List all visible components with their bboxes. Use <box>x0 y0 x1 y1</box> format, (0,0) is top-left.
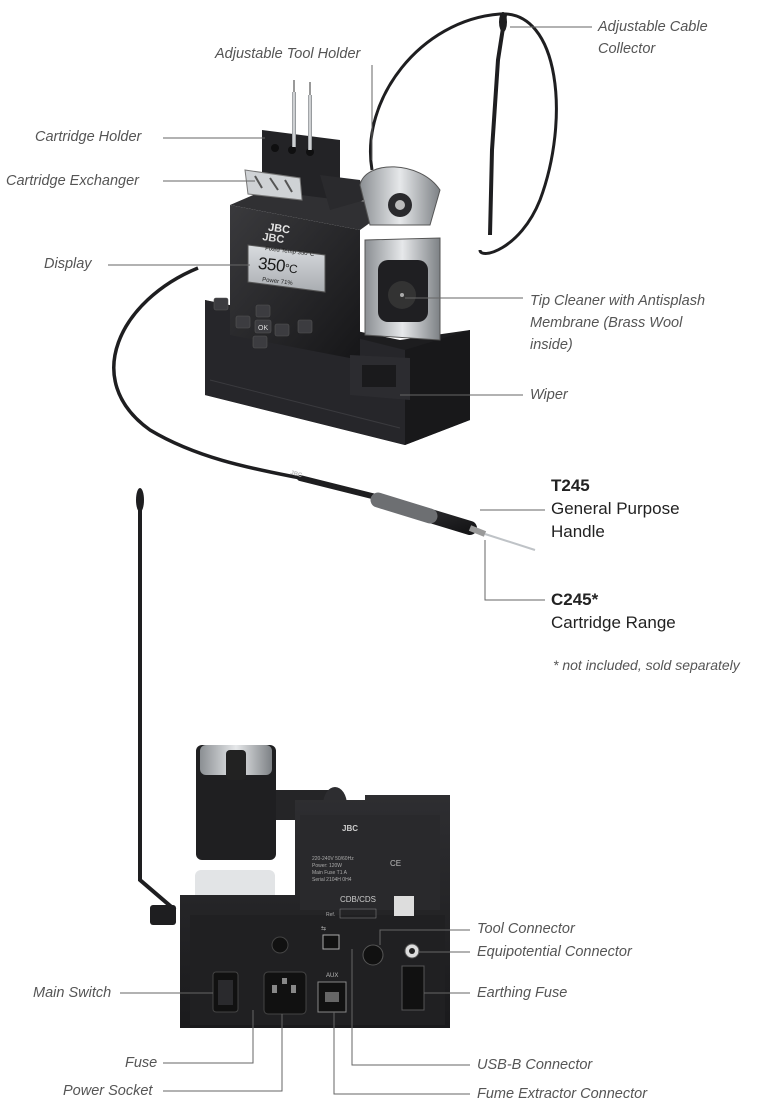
ok-button[interactable] <box>254 319 272 334</box>
label-adjustable-cable-collector: Adjustable Cable Collector <box>598 19 708 57</box>
label-wiper: Wiper <box>530 387 568 403</box>
cable-collector-tip <box>499 12 507 32</box>
rear-label-plate <box>300 815 440 910</box>
label-display: Display <box>44 256 92 272</box>
label-adjustable-tool-holder: Adjustable Tool Holder <box>215 46 361 62</box>
svg-text:Power: 120W: Power: 120W <box>312 863 342 869</box>
svg-text:JBC: JBC <box>342 824 358 833</box>
rear-cable-collector-arm <box>138 495 177 912</box>
usb-b-port <box>322 934 340 950</box>
handle-grip <box>370 492 438 524</box>
cartridge-name: Cartridge Range <box>551 613 676 632</box>
front-logo: JBC <box>262 231 286 246</box>
qr-code <box>394 896 414 916</box>
tool-holder <box>320 175 365 210</box>
leader-lines <box>108 26 592 1095</box>
station-side-face <box>405 330 470 445</box>
menu-button[interactable] <box>213 297 229 311</box>
front-station: JBC OK <box>112 12 558 551</box>
label-tool-connector: Tool Connector <box>477 921 575 937</box>
label-usb-b-connector: USB-B Connector <box>477 1057 593 1073</box>
svg-text:Ref.: Ref. <box>326 912 335 918</box>
collector-cable <box>369 12 558 255</box>
tool-connector-port <box>362 944 384 966</box>
svg-text:Main Fuse T1 A: Main Fuse T1 A <box>312 870 348 876</box>
handle-cable <box>112 266 301 480</box>
cartridge-model: C245* <box>551 590 599 609</box>
label-fuse: Fuse <box>125 1055 158 1071</box>
control-buttons <box>213 297 313 349</box>
down-button[interactable] <box>252 335 268 349</box>
cartridge-tip <box>484 533 536 551</box>
svg-text:220-240V 50/60Hz: 220-240V 50/60Hz <box>312 856 354 862</box>
power-socket <box>263 971 307 1015</box>
svg-text:AUX: AUX <box>326 973 338 979</box>
right-button[interactable] <box>274 323 290 337</box>
label-main-switch: Main Switch <box>33 985 112 1001</box>
t245-handle: JBC <box>289 470 536 551</box>
svg-text:⇆: ⇆ <box>321 925 326 932</box>
up-button[interactable] <box>255 304 271 318</box>
cable-collector-arm <box>488 14 507 236</box>
handle-model: T245 <box>551 476 590 495</box>
svg-text:Serial 2104H 0H4: Serial 2104H 0H4 <box>312 877 352 883</box>
left-button[interactable] <box>235 315 251 329</box>
label-tip-cleaner: Tip Cleaner with Antisplash Membrane (Br… <box>530 293 706 353</box>
display-temp-unit: °C <box>283 260 298 277</box>
footnote: * not included, sold separately <box>553 657 740 673</box>
label-earthing-fuse: Earthing Fuse <box>477 985 568 1001</box>
svg-text:CE: CE <box>390 859 401 868</box>
earthing-fuse-holder <box>401 965 425 1011</box>
label-fume-extractor-connector: Fume Extractor Connector <box>477 1086 648 1102</box>
label-cartridge-holder: Cartridge Holder <box>35 129 142 145</box>
cartridges <box>292 92 312 150</box>
info-button[interactable] <box>297 319 313 334</box>
display-temp-value: 350 <box>257 253 287 276</box>
label-cartridge: C245* Cartridge Range <box>551 588 676 634</box>
rear-model: CDB/CDS <box>340 895 376 904</box>
handle-line1: General Purpose <box>551 499 680 518</box>
handle-logo: JBC <box>289 470 303 479</box>
rear-station: JBC CDB/CDS Ref. 220-240V 50/60Hz Power:… <box>136 488 450 1028</box>
display-screen <box>247 244 326 293</box>
label-cartridge-exchanger: Cartridge Exchanger <box>6 173 139 189</box>
handle-line2: Handle <box>551 522 605 541</box>
ok-label: OK <box>258 325 268 332</box>
label-handle: T245 General Purpose Handle <box>551 474 680 543</box>
label-power-socket: Power Socket <box>63 1083 153 1099</box>
label-equipotential-connector: Equipotential Connector <box>477 944 632 960</box>
